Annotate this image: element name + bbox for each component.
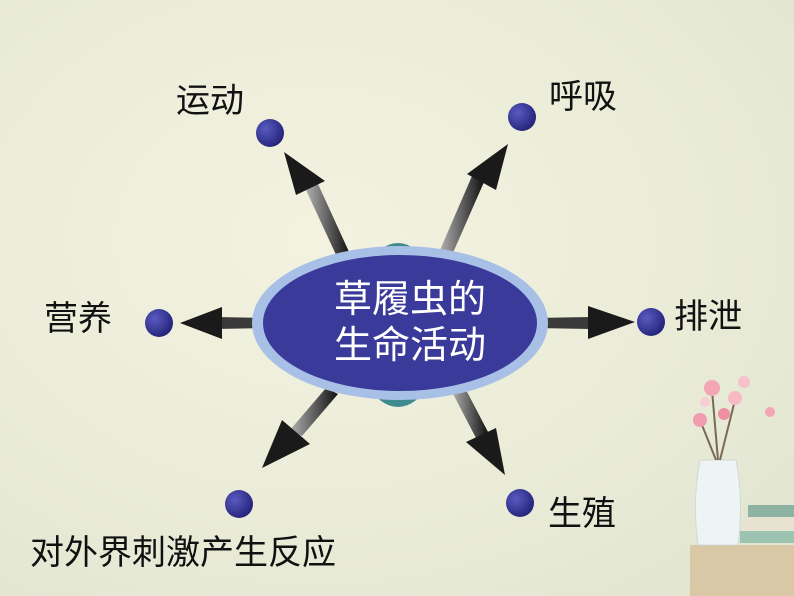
arrow-shaft-excretion [535, 317, 590, 329]
arrow-head-nutrition [180, 307, 222, 339]
arrow-arms [180, 144, 635, 475]
arrow-shaft-respiration [440, 176, 484, 255]
book-stack-middle [744, 517, 794, 531]
node-label-reproduction: 生殖 [548, 494, 616, 534]
center-node-title-line1: 草履虫的 [333, 277, 486, 321]
node-label-movement: 运动 [176, 81, 244, 121]
arrow-shaft-stimulus-response [290, 388, 338, 436]
arrow-head-movement [284, 152, 325, 195]
blossom [693, 413, 707, 427]
arrow-head-respiration [467, 144, 508, 190]
node-label-excretion: 排泄 [674, 297, 742, 337]
arrow-head-reproduction [466, 428, 505, 475]
node-dot-stimulus-response [225, 490, 253, 518]
center-node-fill [263, 255, 537, 391]
glass-vase [694, 459, 742, 546]
arrow-head-excretion [588, 306, 635, 339]
center-node-title: 草履虫的 生命活动 [300, 276, 520, 368]
book-stack-bottom [740, 531, 794, 543]
wooden-table [690, 545, 794, 596]
node-dot-respiration [508, 103, 536, 131]
blossom [704, 380, 720, 396]
node-label-stimulus-response: 对外界刺激产生反应 [30, 533, 336, 573]
blossom [765, 407, 775, 417]
node-dot-movement [256, 119, 284, 147]
center-node-title-line2: 生命活动 [333, 323, 486, 367]
node-label-nutrition: 营养 [44, 299, 112, 339]
center-node [252, 243, 548, 407]
arrow-shaft-movement [306, 184, 350, 259]
node-label-respiration: 呼吸 [549, 77, 617, 117]
blossom [738, 376, 750, 388]
arrow-shaft-reproduction [452, 386, 488, 438]
flower-stems [699, 389, 736, 461]
book-stack-top [748, 505, 794, 517]
blossom [718, 408, 730, 420]
node-dot-reproduction [506, 489, 534, 517]
node-dot-excretion [637, 308, 665, 336]
blossom [728, 391, 742, 405]
flower-vase-decoration [690, 376, 794, 596]
node-dot-nutrition [145, 309, 173, 337]
arrow-head-stimulus-response [262, 420, 310, 468]
node-dots [145, 103, 665, 518]
blossom [700, 397, 710, 407]
